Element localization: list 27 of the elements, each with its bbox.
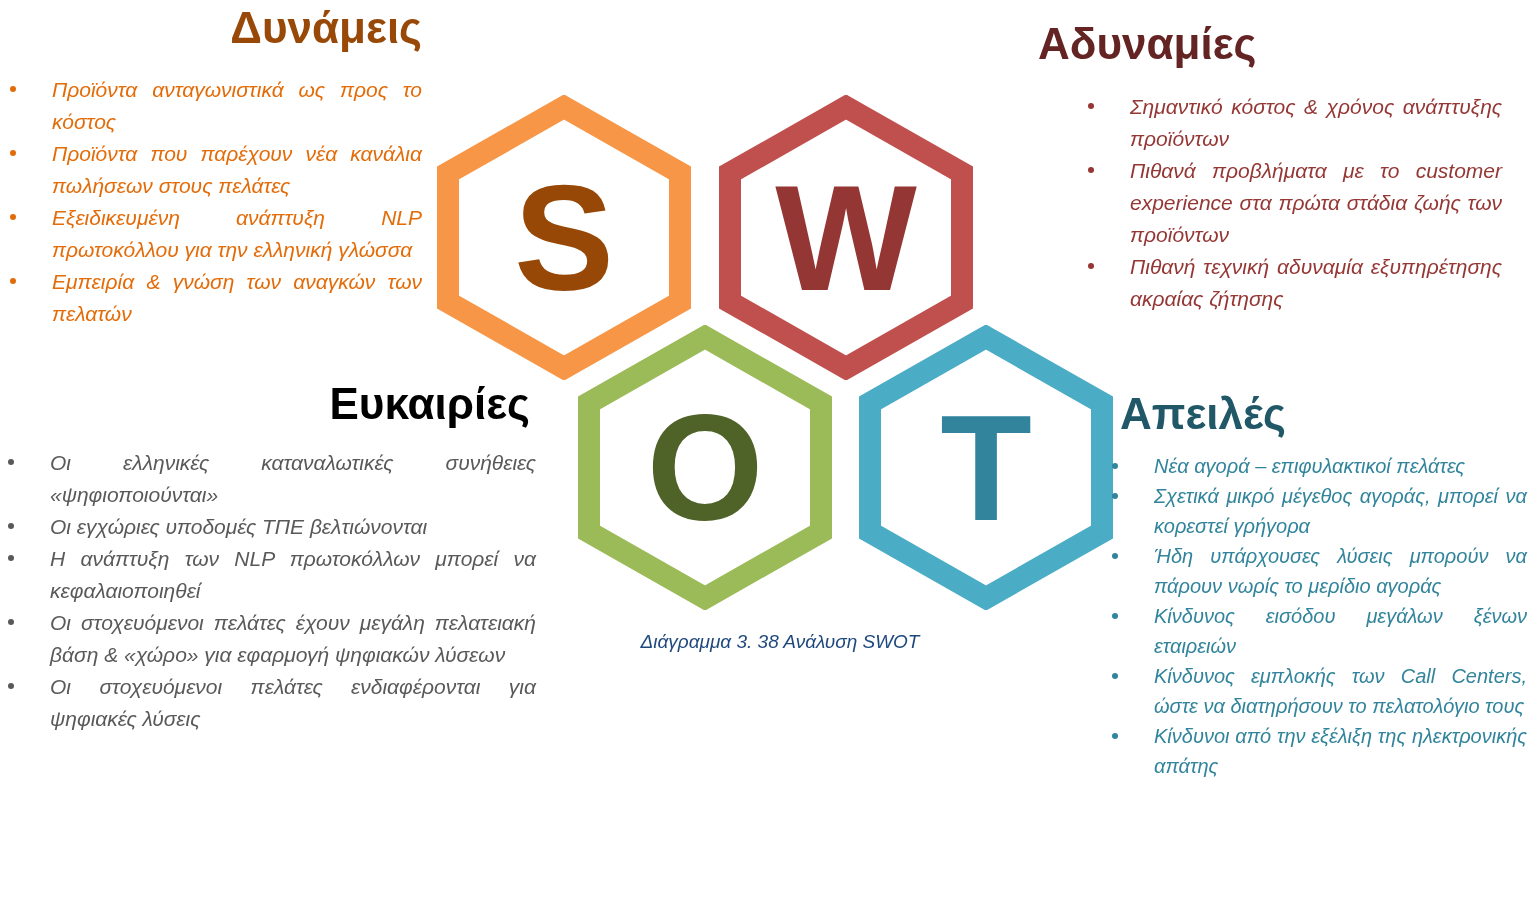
section-heading: Απειλές — [1120, 388, 1287, 440]
bullet-text: Οι στοχευόμενοι πελάτες έχουν μεγάλη πελατειακή βάση & «χώρο» για εφαρμογή ψηφιακών λύσεων — [50, 610, 536, 668]
bullet-text: Νέα αγορά – επιφυλακτικοί πελάτες — [1154, 454, 1466, 479]
bullet-text: Η ανάπτυξη των NLP πρωτοκόλλων μπορεί να κεφαλαιοποιηθεί — [50, 546, 536, 604]
caption: Διάγραμμα 3. 38 Ανάλυση SWOT — [639, 630, 922, 654]
section-heading: Δυνάμεις — [229, 2, 422, 54]
bullet-text: Οι εγχώριες υποδομές ΤΠΕ βελτιώνονται — [50, 514, 429, 540]
section-heading: Αδυναμίες — [1038, 18, 1258, 70]
bullet-text: Σημαντικό κόστος & χρόνος ανάπτυξης προϊόντων — [1130, 94, 1502, 152]
bullet-text: Εμπειρία & γνώση των αναγκών των πελατών — [52, 269, 422, 327]
hexagon-letter: O — [646, 392, 764, 543]
bullet-text: Κίνδυνος εμπλοκής των Call Centers, ώστε να διατηρήσουν το πελατολόγιο τους — [1154, 664, 1527, 719]
bullet-text: Προϊόντα ανταγωνιστικά ως προς το κόστος — [52, 77, 422, 135]
bullet-text: Κίνδυνος εισόδου μεγάλων ξένων εταιρειών — [1154, 604, 1527, 659]
hexagon-letter: W — [775, 162, 917, 313]
bullet-text: Προϊόντα που παρέχουν νέα κανάλια πωλήσεων στους πελάτες — [52, 141, 422, 199]
bullet-text: Οι στοχευόμενοι πελάτες ενδιαφέρονται για ψηφιακές λύσεις — [50, 674, 536, 732]
hexagon-letter: S — [513, 162, 615, 313]
bullet-text: Πιθανά προβλήματα με το customer experience στα πρώτα στάδια ζωής των προϊόντων — [1130, 158, 1502, 248]
hexagon-letter: T — [940, 392, 1032, 543]
bullet-text: Εξειδικευμένη ανάπτυξη NLP πρωτοκόλλου για την ελληνική γλώσσα — [52, 205, 422, 263]
bullet-text: Πιθανή τεχνική αδυναμία εξυπηρέτησης ακραίας ζήτησης — [1130, 254, 1502, 312]
bullet-text: Οι ελληνικές καταναλωτικές συνήθειες «ψηφιοποιούνται» — [50, 450, 536, 508]
bullet-text: Κίνδυνοι από την εξέλιξη της ηλεκτρονικής απάτης — [1154, 724, 1527, 779]
bullet-text: Ήδη υπάρχουσες λύσεις μπορούν να πάρουν νωρίς το μερίδιο αγοράς — [1154, 544, 1527, 599]
bullet-text: Σχετικά μικρό μέγεθος αγοράς, μπορεί να κορεστεί γρήγορα — [1154, 484, 1527, 539]
section-heading: Ευκαιρίες — [328, 378, 530, 430]
